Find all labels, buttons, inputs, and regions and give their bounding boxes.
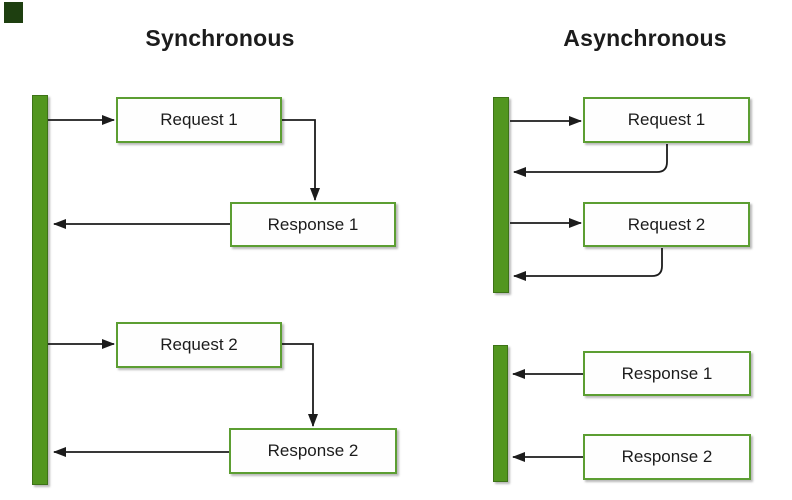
synchronous-timeline-bar (32, 95, 48, 485)
corner-square-decoration (4, 2, 23, 23)
async-response1-box: Response 1 (583, 351, 751, 396)
asynchronous-response-timeline-bar (493, 345, 508, 482)
arrow-sync-request2-to-response2 (282, 343, 318, 427)
async-response1-label: Response 1 (621, 363, 713, 383)
arrow-async-request2-ack-to-bar (513, 248, 663, 281)
async-response2-label: Response 2 (621, 447, 713, 466)
arrow-sync-request1-to-response1 (282, 119, 320, 201)
asynchronous-request-timeline-bar (493, 97, 509, 293)
asynchronous-section-title: Asynchronous (563, 25, 727, 51)
sync-request2-box: Request 2 (116, 322, 282, 368)
sync-response1-label: Response 1 (267, 214, 359, 234)
async-response2-box: Response 2 (583, 434, 751, 480)
sync-request1-label: Request 1 (160, 110, 238, 129)
sync-response2-label: Response 2 (267, 441, 359, 460)
sync-request1-box: Request 1 (116, 97, 282, 143)
sync-request2-label: Request 2 (160, 335, 238, 354)
async-request2-label: Request 2 (627, 214, 706, 234)
sync-response2-box: Response 2 (229, 428, 397, 474)
async-request1-label: Request 1 (627, 110, 706, 129)
arrow-async-request1-ack-to-bar (513, 144, 668, 177)
sync-response1-box: Response 1 (230, 202, 396, 247)
synchronous-section-title: Synchronous (145, 25, 295, 51)
async-request1-box: Request 1 (583, 97, 750, 143)
async-request2-box: Request 2 (583, 202, 750, 247)
